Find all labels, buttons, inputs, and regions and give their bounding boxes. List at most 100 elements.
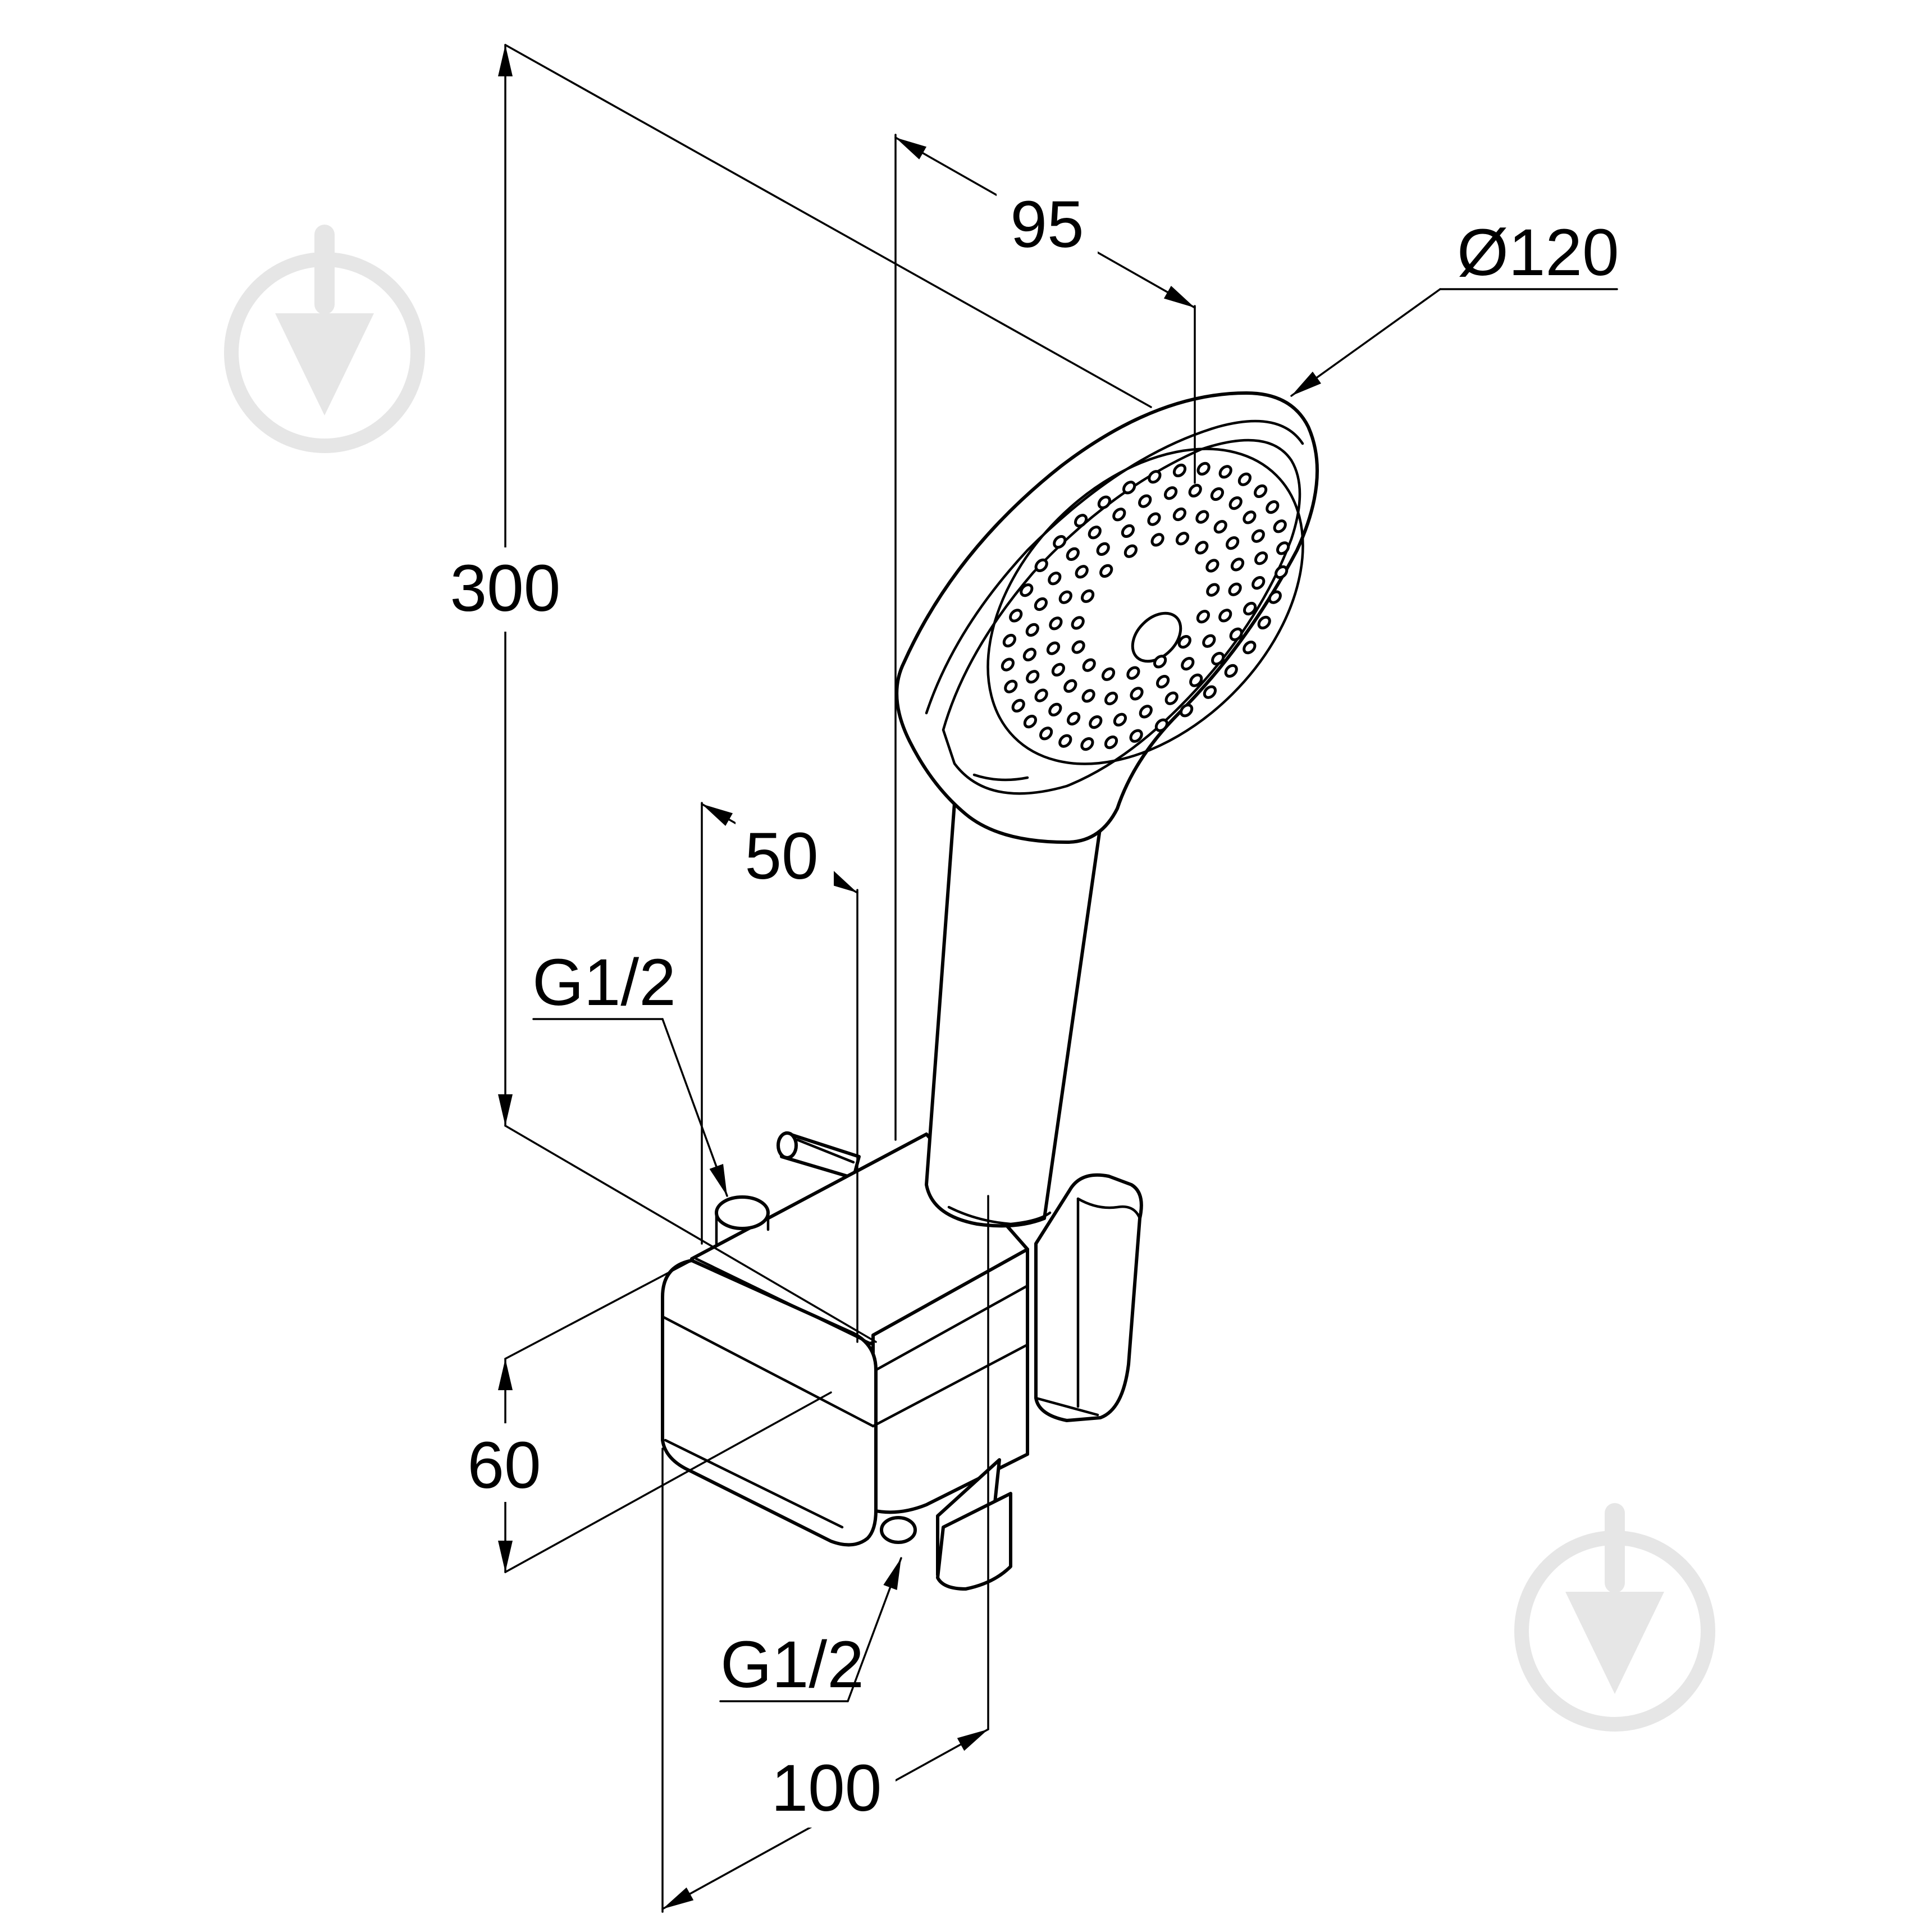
- spray-nozzle: [1004, 679, 1018, 693]
- spray-nozzle: [1066, 547, 1080, 561]
- spray-nozzle: [1243, 601, 1257, 616]
- hose-connector: [777, 1131, 861, 1180]
- spray-nozzle: [1075, 565, 1089, 579]
- spray-nozzle: [1181, 656, 1195, 671]
- spray-nozzle: [1268, 590, 1282, 604]
- spray-nozzle: [1122, 481, 1136, 495]
- spray-nozzle: [1089, 715, 1103, 729]
- spray-nozzle: [1163, 486, 1178, 500]
- spray-nozzle: [1011, 698, 1025, 713]
- spray-nozzle: [1218, 609, 1232, 623]
- spray-nozzle: [1048, 572, 1062, 586]
- spray-nozzle: [1196, 462, 1211, 476]
- spray-nozzle: [1218, 465, 1232, 479]
- spray-nozzle: [1213, 520, 1227, 534]
- watermark-logo-bottom-right: [1514, 1503, 1715, 1732]
- spray-nozzle: [1074, 514, 1088, 528]
- spray-nozzle: [1164, 691, 1179, 705]
- spray-nozzle: [1104, 691, 1118, 706]
- spray-nozzle: [1252, 576, 1266, 590]
- spray-nozzle: [1153, 655, 1167, 669]
- spray-nozzle: [1276, 541, 1290, 555]
- dimension-95: 95: [894, 134, 1196, 1141]
- spray-nozzle: [1097, 495, 1112, 509]
- spray-nozzle: [1026, 670, 1040, 684]
- spray-nozzle: [1273, 519, 1287, 533]
- spray-nozzles: [1001, 462, 1290, 751]
- spray-nozzle: [1080, 589, 1095, 603]
- spray-nozzle: [1205, 559, 1220, 573]
- spray-nozzle: [1081, 689, 1095, 703]
- spray-nozzle: [1257, 615, 1271, 630]
- spray-nozzle: [1104, 735, 1118, 750]
- dimension-dia-120: Ø120: [1290, 216, 1619, 397]
- spray-nozzle: [1189, 673, 1203, 687]
- spray-nozzle: [1230, 558, 1245, 572]
- spray-nozzle: [1172, 507, 1187, 522]
- spray-nozzle: [1034, 558, 1048, 573]
- spray-nozzle: [1080, 737, 1094, 751]
- spray-nozzle: [1002, 633, 1017, 648]
- spray-nozzle: [1071, 616, 1085, 630]
- spray-nozzle: [1130, 687, 1144, 701]
- spray-nozzle: [1129, 729, 1143, 743]
- spray-nozzle: [1237, 472, 1252, 486]
- spray-nozzle: [1243, 640, 1257, 655]
- outlet-pipe: [880, 1458, 1012, 1591]
- spray-nozzle: [1211, 651, 1225, 666]
- spray-nozzle: [1202, 634, 1216, 648]
- spray-nozzle: [1034, 688, 1048, 702]
- spray-nozzle: [1048, 702, 1062, 717]
- watermark-logo-top-left: [224, 225, 425, 453]
- spray-nozzle: [1053, 535, 1067, 549]
- spray-nozzle: [1253, 484, 1268, 499]
- spray-nozzle: [1148, 470, 1162, 484]
- spray-nozzle: [1058, 590, 1072, 604]
- spray-nozzle: [1229, 627, 1243, 641]
- spray-nozzle: [1022, 647, 1037, 661]
- spray-nozzle: [1096, 542, 1110, 556]
- dimension-label-dia-120: Ø120: [1457, 216, 1619, 290]
- spray-nozzle: [1203, 685, 1217, 699]
- spray-nozzle: [1121, 524, 1135, 538]
- spray-nozzle: [1082, 658, 1096, 672]
- spray-nozzle: [1051, 663, 1066, 677]
- spray-nozzle: [1172, 463, 1187, 478]
- spray-nozzle: [1113, 712, 1127, 727]
- dimension-50: 50: [701, 802, 858, 1343]
- dimension-label-100: 100: [771, 1751, 882, 1825]
- spray-nozzle: [1195, 510, 1209, 524]
- spray-nozzle: [1088, 526, 1102, 540]
- spray-nozzle: [1210, 487, 1225, 501]
- spray-nozzle: [1150, 533, 1164, 547]
- spray-nozzle: [1071, 640, 1085, 654]
- dimension-label-g12-top: G1/2: [532, 946, 676, 1020]
- dimension-label-60: 60: [467, 1428, 541, 1502]
- dimension-label-50: 50: [745, 819, 818, 893]
- spray-nozzle: [1196, 610, 1211, 624]
- spray-nozzle: [1034, 597, 1048, 611]
- spray-nozzle: [1147, 512, 1161, 526]
- spray-nozzle: [1154, 718, 1169, 732]
- spray-nozzle: [1101, 667, 1116, 681]
- dimension-g12-top: G1/2: [532, 946, 728, 1197]
- spray-nozzle: [1138, 494, 1152, 508]
- wall-bracket: [1034, 1173, 1143, 1422]
- dimension-g12-bottom: G1/2: [719, 1557, 902, 1702]
- spray-nozzle: [1266, 500, 1280, 514]
- spray-nozzle: [1243, 510, 1257, 524]
- spray-nozzle: [1155, 674, 1170, 689]
- spray-nozzle: [1225, 536, 1240, 550]
- spray-nozzle: [1175, 532, 1190, 546]
- spray-nozzle: [1228, 582, 1242, 596]
- spray-nozzle: [1063, 679, 1077, 693]
- spray-nozzle: [1254, 551, 1268, 565]
- spray-nozzle: [1188, 483, 1202, 498]
- dimension-100: 100: [661, 1195, 989, 1913]
- spray-nozzle: [1049, 616, 1063, 631]
- dimension-300: 300: [432, 44, 1152, 1343]
- spray-nozzle: [1228, 496, 1243, 510]
- spray-nozzle: [1046, 641, 1061, 655]
- dimension-label-95: 95: [1010, 188, 1084, 262]
